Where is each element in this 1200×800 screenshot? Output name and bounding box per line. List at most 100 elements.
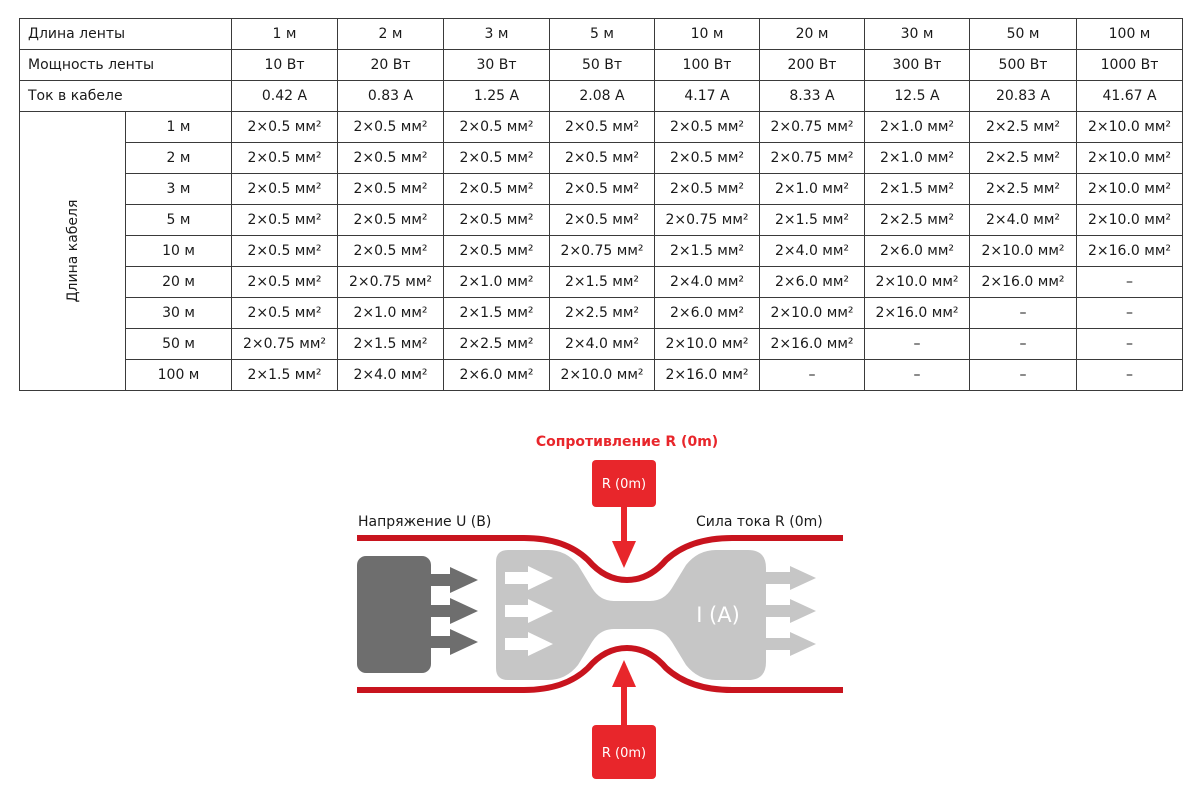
cable-length-cell: 100 м (125, 359, 232, 391)
section-cell: 2×1.5 мм² (759, 204, 865, 236)
row-label: Ток в кабеле (19, 80, 232, 112)
section-cell: 2×6.0 мм² (654, 297, 760, 329)
flow-arrows-out (766, 566, 816, 656)
section-cell: 2×0.5 мм² (443, 173, 550, 205)
section-cell: 2×10.0 мм² (1076, 111, 1183, 143)
section-cell: 2×2.5 мм² (969, 111, 1077, 143)
header-cell: 0.83 А (337, 80, 444, 112)
cable-length-cell: 10 м (125, 235, 232, 267)
section-cell: – (759, 359, 865, 391)
section-cell: 2×1.0 мм² (337, 297, 444, 329)
section-cell: 2×1.0 мм² (759, 173, 865, 205)
header-cell: 50 м (969, 18, 1077, 50)
section-cell: 2×0.5 мм² (549, 173, 655, 205)
section-cell: 2×10.0 мм² (1076, 173, 1183, 205)
section-cell: 2×0.5 мм² (549, 111, 655, 143)
resistance-diagram: Сопротивление R (0m) I (A) R (0m) R (0m)… (357, 434, 843, 779)
header-cell: 4.17 А (654, 80, 760, 112)
header-cell: 0.42 А (231, 80, 338, 112)
section-cell: – (864, 359, 970, 391)
section-cell: – (1076, 328, 1183, 360)
section-cell: 2×2.5 мм² (549, 297, 655, 329)
section-cell: 2×0.5 мм² (443, 142, 550, 174)
resistance-arrow-up (612, 660, 636, 725)
section-cell: 2×10.0 мм² (759, 297, 865, 329)
section-cell: 2×0.5 мм² (231, 204, 338, 236)
header-cell: 2.08 А (549, 80, 655, 112)
section-cell: 2×0.5 мм² (443, 204, 550, 236)
section-cell: 2×4.0 мм² (759, 235, 865, 267)
section-cell: 2×0.5 мм² (337, 204, 444, 236)
section-cell: 2×10.0 мм² (969, 235, 1077, 267)
section-cell: 2×16.0 мм² (654, 359, 760, 391)
section-cell: 2×0.75 мм² (549, 235, 655, 267)
section-cell: 2×1.5 мм² (443, 297, 550, 329)
section-cell: 2×1.5 мм² (654, 235, 760, 267)
section-cell: 2×2.5 мм² (969, 173, 1077, 205)
section-cell: 2×2.5 мм² (969, 142, 1077, 174)
section-cell: 2×6.0 мм² (759, 266, 865, 298)
header-cell: 100 м (1076, 18, 1183, 50)
cable-length-cell: 5 м (125, 204, 232, 236)
header-cell: 12.5 А (864, 80, 970, 112)
voltage-source-block (357, 556, 431, 673)
diagram-title: Сопротивление R (0m) (536, 434, 718, 450)
section-cell: 2×4.0 мм² (549, 328, 655, 360)
section-cell: 2×0.75 мм² (231, 328, 338, 360)
resistance-box-top (592, 460, 656, 507)
section-cell: 2×0.5 мм² (337, 235, 444, 267)
section-cell: – (969, 359, 1077, 391)
header-cell: 41.67 А (1076, 80, 1183, 112)
header-cell: 2 м (337, 18, 444, 50)
header-cell: 300 Вт (864, 49, 970, 81)
section-cell: 2×1.5 мм² (231, 359, 338, 391)
section-cell: 2×0.5 мм² (443, 235, 550, 267)
section-cell: 2×4.0 мм² (337, 359, 444, 391)
section-cell: 2×10.0 мм² (1076, 142, 1183, 174)
section-cell: 2×0.5 мм² (654, 173, 760, 205)
section-cell: – (1076, 297, 1183, 329)
current-flow-body (496, 550, 766, 680)
section-cell: 2×4.0 мм² (654, 266, 760, 298)
section-cell: 2×0.75 мм² (337, 266, 444, 298)
header-cell: 1 м (231, 18, 338, 50)
section-cell: 2×0.5 мм² (654, 111, 760, 143)
header-cell: 30 м (864, 18, 970, 50)
section-cell: 2×1.0 мм² (864, 142, 970, 174)
section-cell: – (1076, 266, 1183, 298)
resistance-label-top: R (0m) (602, 477, 646, 492)
current-symbol: I (A) (696, 603, 740, 627)
section-cell: 2×0.5 мм² (337, 173, 444, 205)
cable-length-cell: 1 м (125, 111, 232, 143)
cable-length-cell: 2 м (125, 142, 232, 174)
header-cell: 200 Вт (759, 49, 865, 81)
section-cell: 2×0.5 мм² (231, 111, 338, 143)
wire-bottom (357, 644, 843, 693)
header-cell: 20 Вт (337, 49, 444, 81)
header-cell: 8.33 А (759, 80, 865, 112)
section-cell: 2×1.5 мм² (549, 266, 655, 298)
section-cell: 2×0.5 мм² (654, 142, 760, 174)
cable-length-cell: 50 м (125, 328, 232, 360)
header-cell: 20.83 А (969, 80, 1077, 112)
section-cell: 2×6.0 мм² (864, 235, 970, 267)
section-cell: 2×10.0 мм² (549, 359, 655, 391)
section-cell: 2×10.0 мм² (654, 328, 760, 360)
header-cell: 100 Вт (654, 49, 760, 81)
header-cell: 3 м (443, 18, 550, 50)
section-cell: 2×1.5 мм² (864, 173, 970, 205)
section-cell: 2×0.5 мм² (337, 111, 444, 143)
section-cell: 2×16.0 мм² (759, 328, 865, 360)
header-cell: 1000 Вт (1076, 49, 1183, 81)
section-cell: 2×1.0 мм² (443, 266, 550, 298)
header-cell: 30 Вт (443, 49, 550, 81)
section-cell: 2×2.5 мм² (864, 204, 970, 236)
cable-length-cell: 3 м (125, 173, 232, 205)
